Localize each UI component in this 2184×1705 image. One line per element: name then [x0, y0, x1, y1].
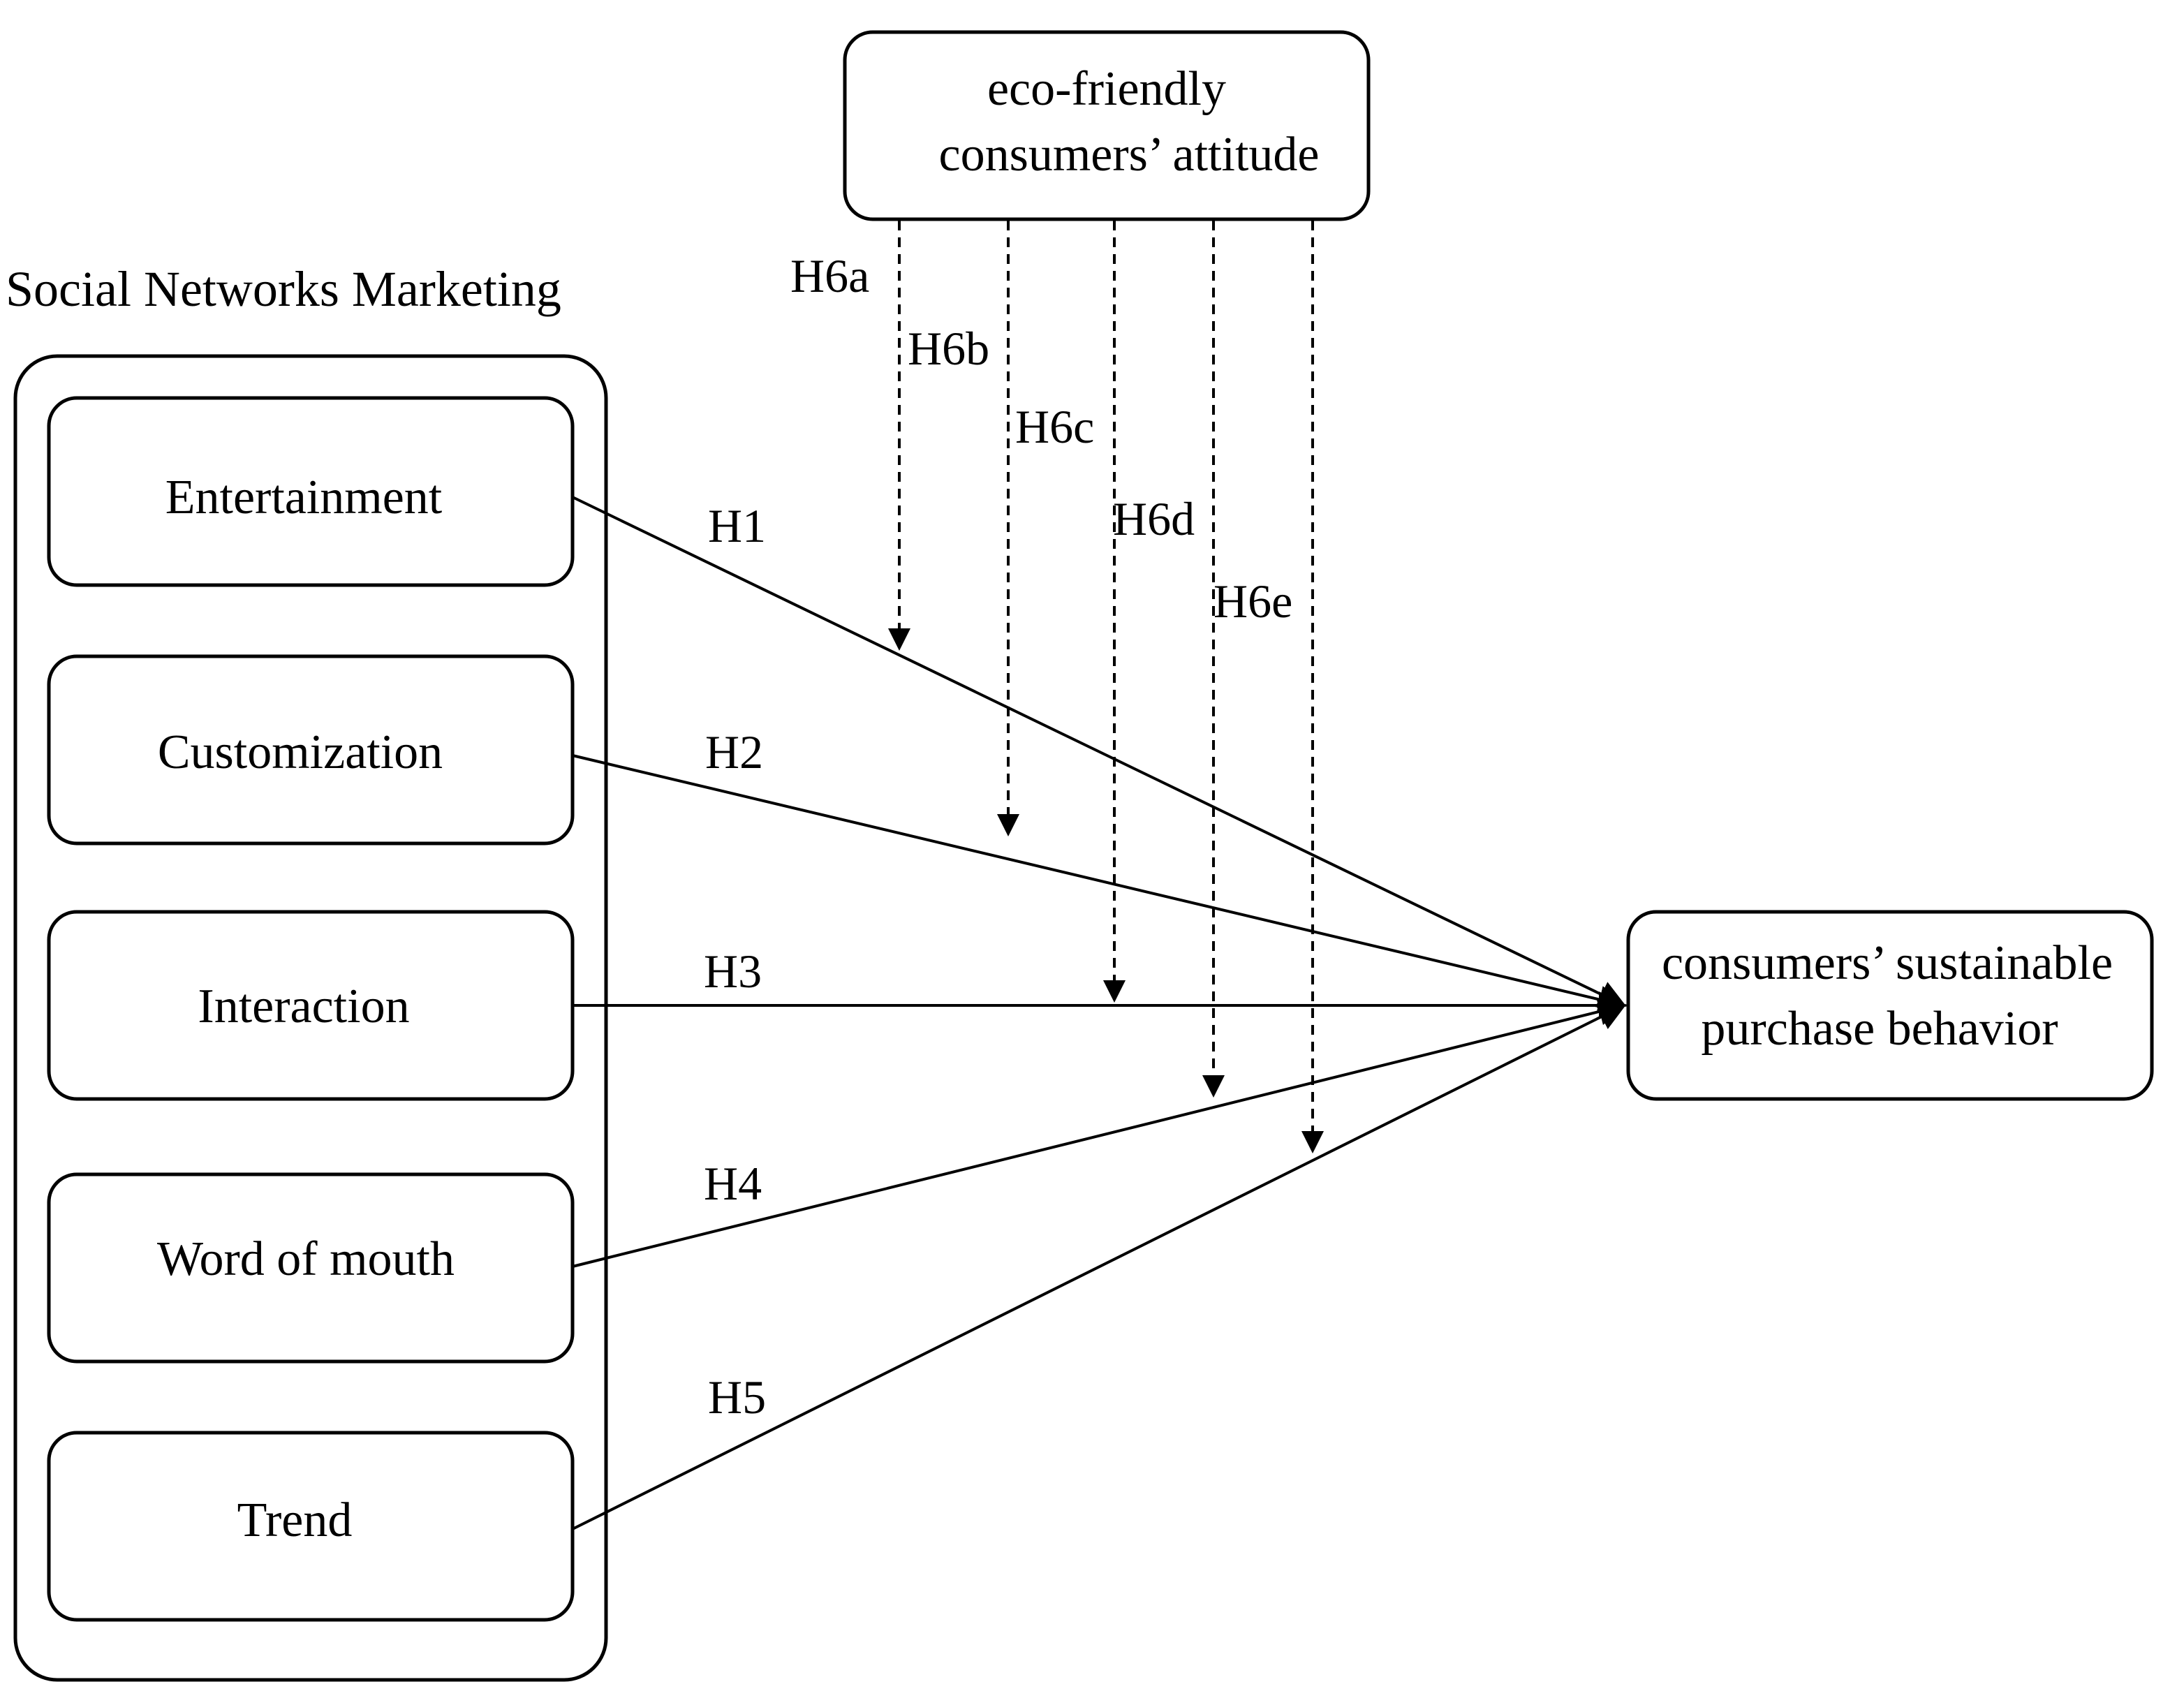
node-interaction: Interaction	[47, 910, 575, 1101]
edge-h5	[572, 1004, 1627, 1530]
node-customization: Customization	[47, 654, 575, 846]
edge-h4	[572, 998, 1627, 1268]
label-h6c: H6c	[1015, 400, 1094, 453]
label-h6b: H6b	[908, 322, 989, 375]
label-h6d: H6d	[1113, 492, 1195, 545]
edge-h2	[572, 754, 1627, 1014]
node-word-of-mouth: Word of mouth	[47, 1172, 575, 1364]
label-h6a: H6a	[790, 249, 869, 302]
node-moderator: eco-friendly consumers’ attitude	[843, 30, 1371, 221]
node-outcome: consumers’ sustainable purchase behavior	[1626, 910, 2154, 1101]
node-outcome-label-line2: purchase behavior	[1701, 1002, 2058, 1056]
label-h1: H1	[708, 499, 766, 552]
label-h3: H3	[704, 945, 762, 998]
edge-h1	[572, 496, 1627, 1008]
label-h2: H2	[705, 725, 763, 778]
group-title: Social Networks Marketing	[6, 261, 561, 317]
node-customization-label: Customization	[158, 725, 443, 779]
node-outcome-label-line1: consumers’ sustainable	[1662, 936, 2113, 990]
node-entertainment-label: Entertainment	[165, 471, 443, 524]
label-h4: H4	[704, 1157, 762, 1210]
node-moderator-label-line1: eco-friendly	[987, 62, 1226, 116]
node-interaction-label: Interaction	[198, 980, 409, 1033]
label-h6e: H6e	[1213, 575, 1292, 628]
node-trend: Trend	[47, 1431, 575, 1622]
node-entertainment: Entertainment	[47, 396, 575, 587]
node-trend-label: Trend	[237, 1493, 353, 1547]
node-word-of-mouth-label: Word of mouth	[157, 1232, 455, 1286]
node-moderator-label-line2: consumers’ attitude	[939, 128, 1320, 182]
label-h5: H5	[708, 1371, 766, 1424]
